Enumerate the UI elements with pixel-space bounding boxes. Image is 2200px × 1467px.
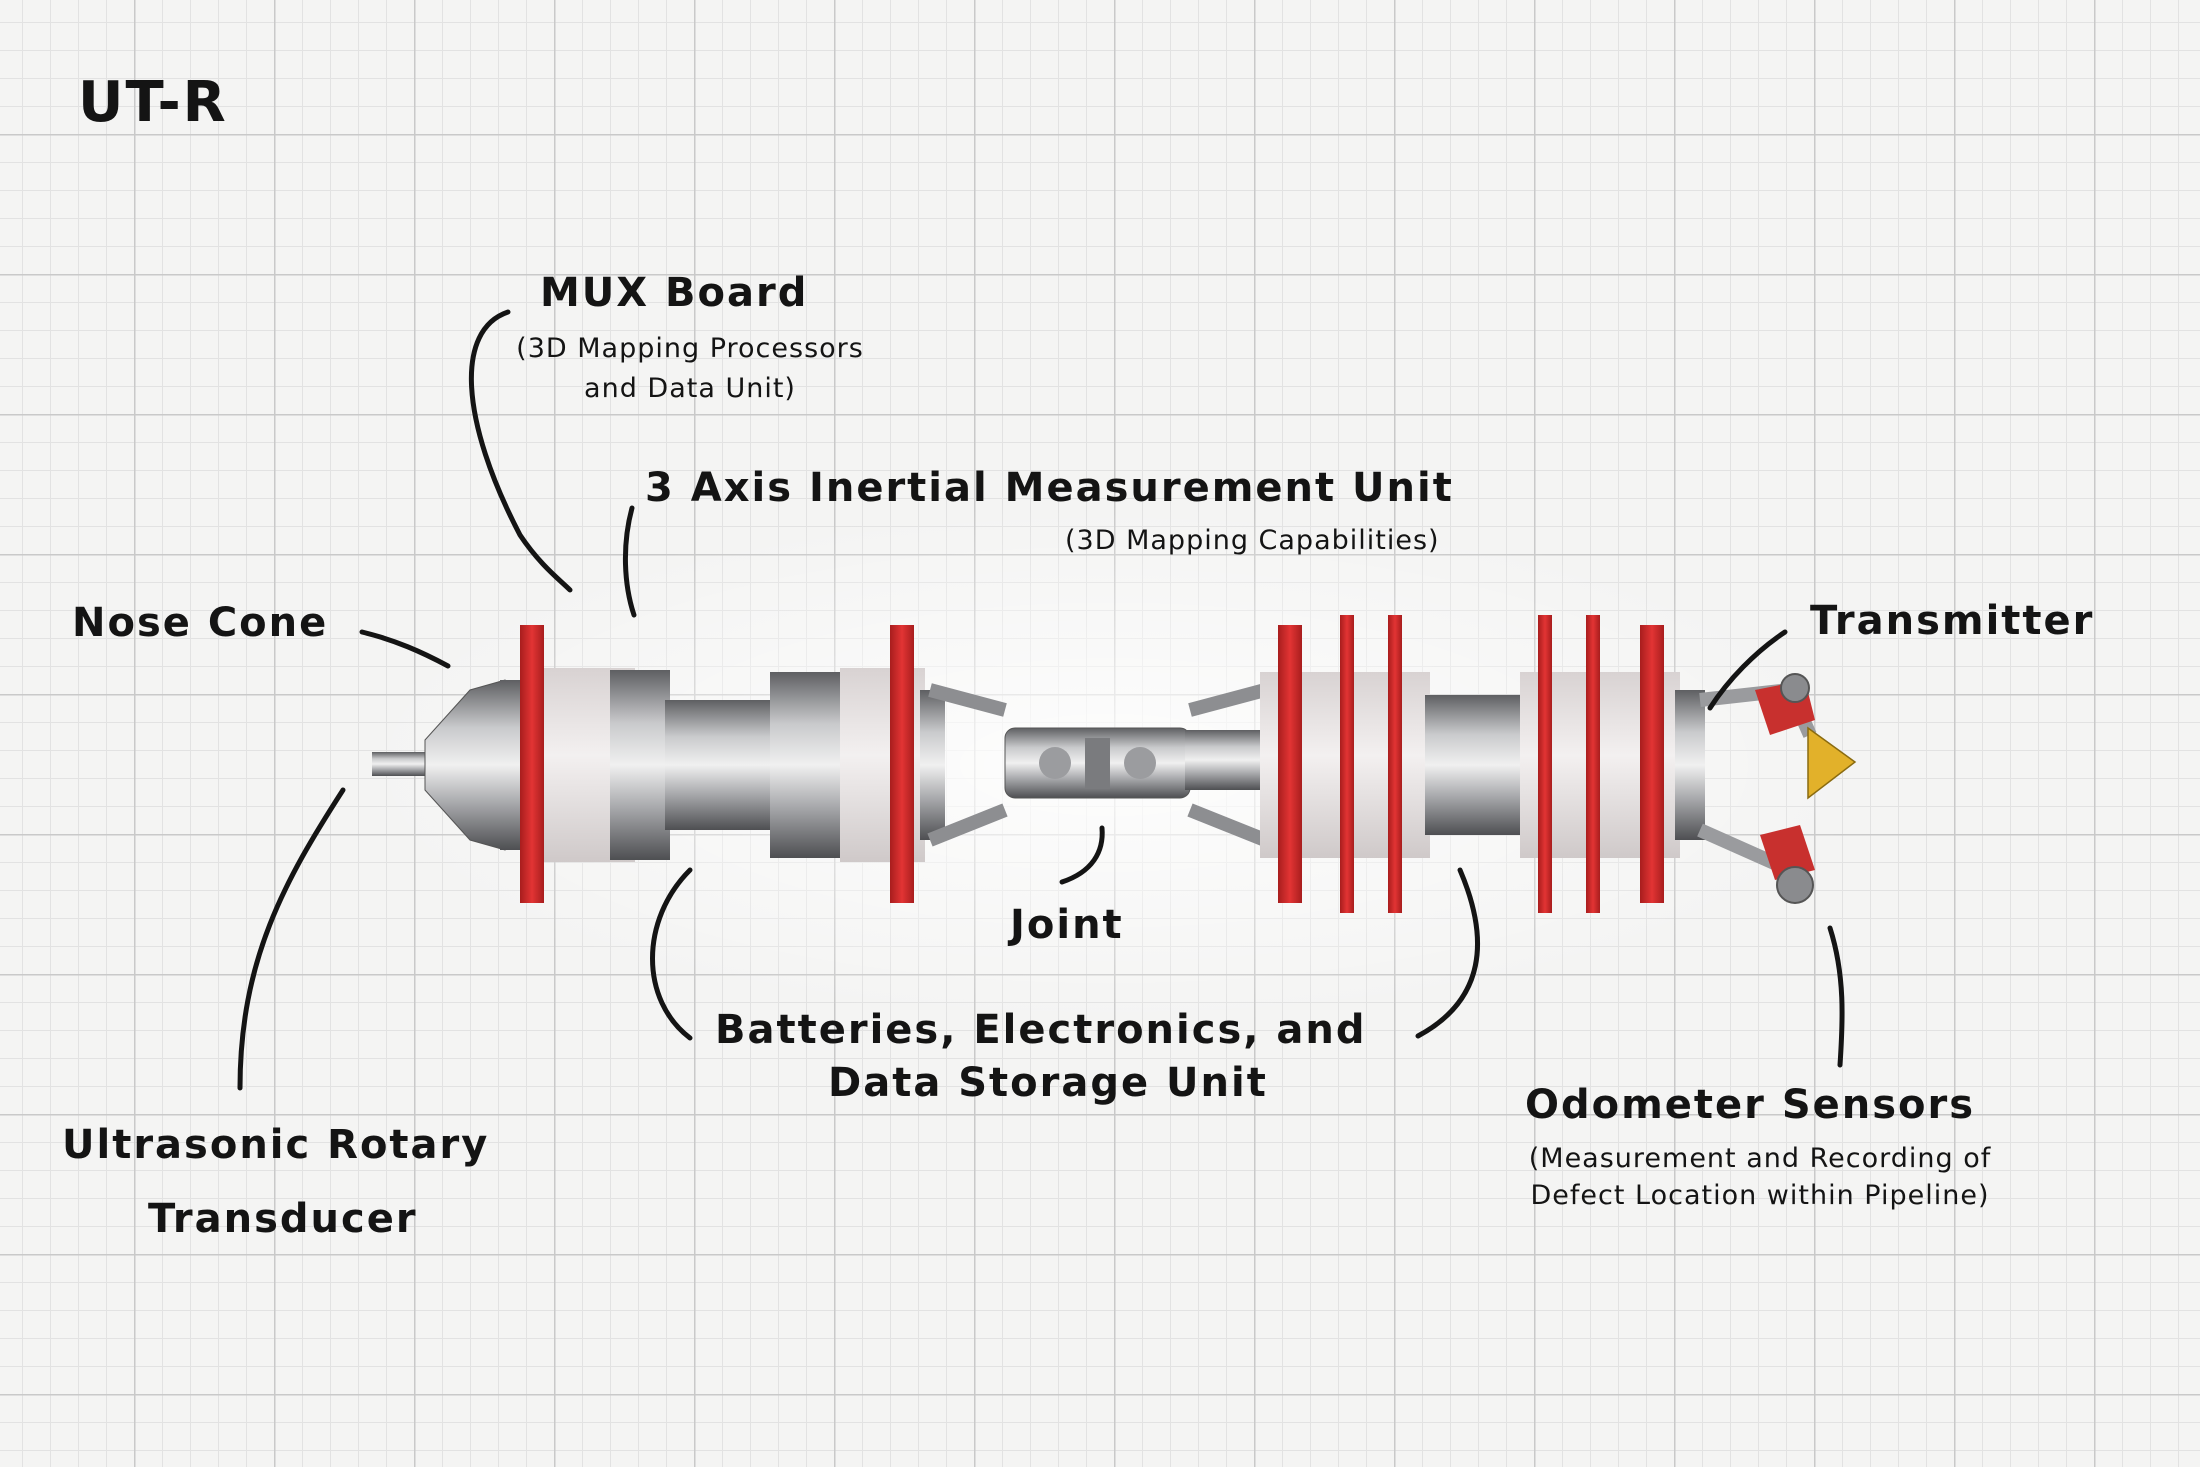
label-mux-board-sub-2: and Data Unit) <box>584 373 796 404</box>
label-transducer-line-1: Ultrasonic Rotary <box>62 1122 490 1168</box>
odometer-arms <box>1697 673 1817 904</box>
label-batteries-line-1: Batteries, Electronics, and <box>715 1007 1367 1053</box>
label-odometer: Odometer Sensors <box>1525 1082 1976 1128</box>
nose-cone-part <box>372 679 506 851</box>
leader-mux-board <box>468 309 573 593</box>
leader-lines <box>237 309 1845 1091</box>
diagram-title: UT-R <box>78 70 228 135</box>
leader-nose-cone <box>359 629 451 669</box>
rear-flange-2 <box>1340 615 1354 913</box>
label-transmitter: Transmitter <box>1810 598 2095 644</box>
leader-odometer <box>1827 925 1845 1068</box>
rear-flange-4 <box>1538 615 1552 913</box>
rear-module <box>1185 672 1705 858</box>
rear-flange-6 <box>1640 625 1664 903</box>
label-joint: Joint <box>1010 902 1124 948</box>
leader-transmitter <box>1707 629 1788 711</box>
front-flange-1 <box>520 625 544 903</box>
leader-batteries-right <box>1415 867 1480 1039</box>
leader-imu <box>622 505 637 618</box>
label-imu-sub: (3D Mapping Capabilities) <box>1065 525 1440 556</box>
label-imu: 3 Axis Inertial Measurement Unit <box>645 465 1454 511</box>
label-mux-board-sub-1: (3D Mapping Processors <box>516 333 864 364</box>
label-nose-cone: Nose Cone <box>72 600 329 646</box>
label-transducer-line-2: Transducer <box>148 1196 418 1242</box>
leader-joint <box>1059 825 1105 885</box>
label-batteries-line-2: Data Storage Unit <box>828 1060 1268 1106</box>
front-flange-2 <box>890 625 914 903</box>
transmitter-tip <box>1807 726 1857 800</box>
label-mux-board: MUX Board <box>540 270 809 316</box>
leader-batteries-left <box>650 867 693 1041</box>
label-odometer-sub-2: Defect Location within Pipeline) <box>1530 1180 1990 1211</box>
rear-flange-3 <box>1388 615 1402 913</box>
front-linkage <box>927 683 1008 847</box>
leader-transducer <box>237 787 346 1091</box>
rear-flange-5 <box>1586 615 1600 913</box>
label-odometer-sub-1: (Measurement and Recording of <box>1528 1143 1992 1174</box>
joint-part <box>1004 727 1191 799</box>
rear-linkage <box>1187 683 1268 847</box>
rear-flange-1 <box>1278 625 1302 903</box>
